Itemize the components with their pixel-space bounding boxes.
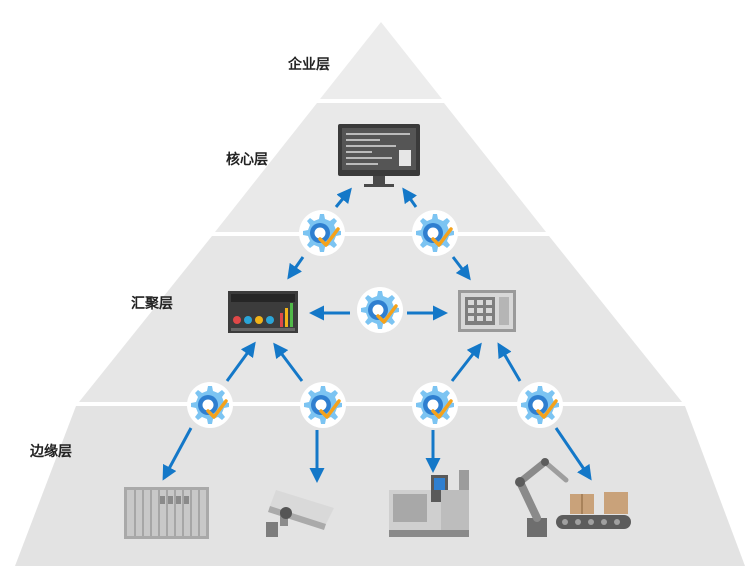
gear-check-icon — [297, 208, 347, 258]
arrow-edge4-up — [497, 342, 522, 382]
plc-cabinet-icon — [124, 487, 209, 539]
label-enterprise: 企业层 — [287, 56, 330, 73]
arrow-core-left-up — [334, 187, 352, 208]
arrow-core-left-down — [287, 256, 305, 280]
robot-conveyor-icon — [515, 458, 631, 537]
arrow-edge2-up — [273, 342, 304, 382]
gear-check-icon — [410, 380, 460, 430]
arrow-edge4-down — [554, 427, 592, 481]
monitor-icon — [338, 124, 420, 187]
label-aggregation: 汇聚层 — [131, 296, 173, 312]
gear-check-icon — [298, 380, 348, 430]
gear-check-icon — [355, 285, 405, 335]
arrow-edge3-up — [450, 342, 482, 382]
arrow-edge1-up — [225, 341, 256, 382]
connection-arrows — [162, 187, 592, 483]
dashboard-panel-icon — [228, 291, 298, 333]
tier-edge — [15, 406, 745, 566]
arrow-core-right-down — [451, 256, 471, 281]
tier-enterprise — [320, 22, 442, 99]
gear-check-icon — [515, 380, 565, 430]
gear-check-icon — [185, 380, 235, 430]
arrow-core-right-up — [402, 187, 418, 208]
label-core: 核心层 — [226, 151, 268, 168]
control-panel-icon — [458, 290, 516, 332]
cnc-machine-icon — [389, 470, 469, 537]
camera-icon — [266, 490, 334, 537]
label-edge: 边缘层 — [29, 443, 72, 460]
arrow-edge1-down — [162, 427, 193, 481]
gear-check-icon — [410, 208, 460, 258]
